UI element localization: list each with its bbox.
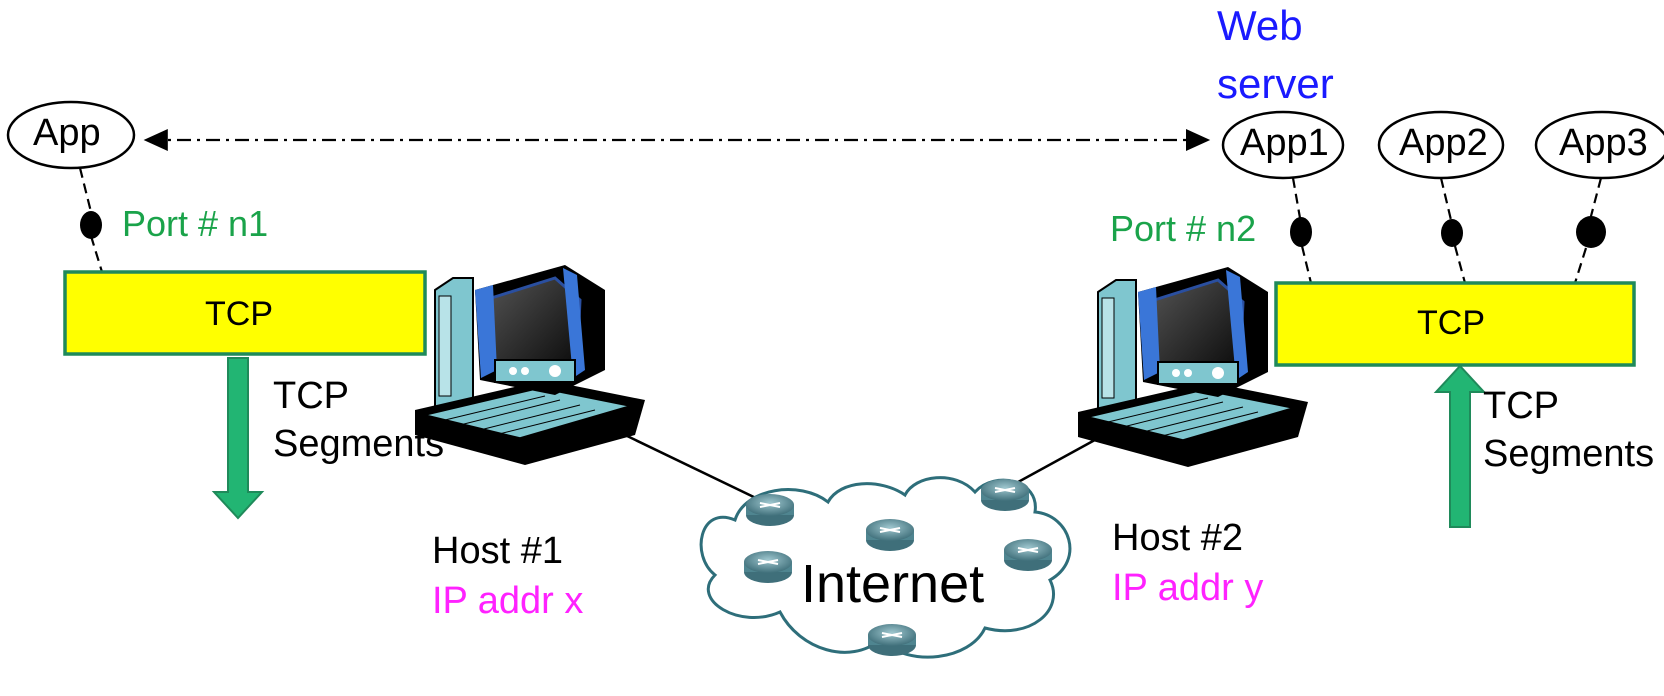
left-segments-line1: TCP: [273, 375, 349, 417]
app3-socket-line-lower: [1573, 247, 1588, 284]
app1-label: App1: [1240, 122, 1329, 164]
port-n1-label: Port # n1: [122, 203, 269, 244]
app2-socket-line-lower: [1453, 245, 1467, 284]
internet-cloud: [699, 476, 1072, 659]
web-server-line1: Web: [1217, 2, 1303, 49]
port-n1-dot: [80, 211, 102, 239]
port-n2-label: Port # n2: [1110, 208, 1257, 249]
app3-socket-line: [1588, 177, 1603, 221]
app1-socket-line: [1291, 177, 1302, 219]
app2-port-dot: [1441, 219, 1463, 247]
right-segments-line2: Segments: [1483, 433, 1655, 475]
router-icons: [744, 479, 1052, 656]
left-app-label: App: [33, 112, 101, 154]
app2-socket-line: [1439, 177, 1453, 221]
app3-port-dot: [1576, 216, 1606, 248]
host1-ip-label: IP addr x: [432, 580, 584, 622]
internet-label: Internet: [801, 554, 985, 614]
left-socket-line-lower: [89, 235, 104, 273]
left-segments-arrow: [211, 357, 265, 520]
right-tcp-label: TCP: [1417, 304, 1485, 342]
host1-label: Host #1: [432, 530, 563, 572]
app1-socket-line-lower: [1300, 245, 1313, 284]
app2-label: App2: [1399, 122, 1488, 164]
right-segments-line1: TCP: [1483, 385, 1559, 427]
web-server-line2: server: [1217, 60, 1334, 107]
app3-label: App3: [1559, 122, 1648, 164]
host2-label: Host #2: [1112, 517, 1243, 559]
port-n2-dot: [1290, 217, 1312, 247]
host1-computer-icon: [415, 265, 645, 465]
right-tcp-box: [1274, 281, 1636, 367]
left-tcp-label: TCP: [205, 295, 273, 333]
left-segments-line2: Segments: [273, 423, 445, 465]
left-app-ellipse: [6, 100, 136, 170]
left-socket-line: [78, 167, 93, 213]
right-segments-arrow: [1433, 364, 1487, 528]
app1-ellipse: [1221, 110, 1345, 180]
app3-ellipse: [1534, 110, 1664, 180]
host2-computer-icon: [1078, 267, 1308, 467]
host2-ip-label: IP addr y: [1112, 567, 1264, 609]
left-tcp-box: [63, 270, 427, 356]
